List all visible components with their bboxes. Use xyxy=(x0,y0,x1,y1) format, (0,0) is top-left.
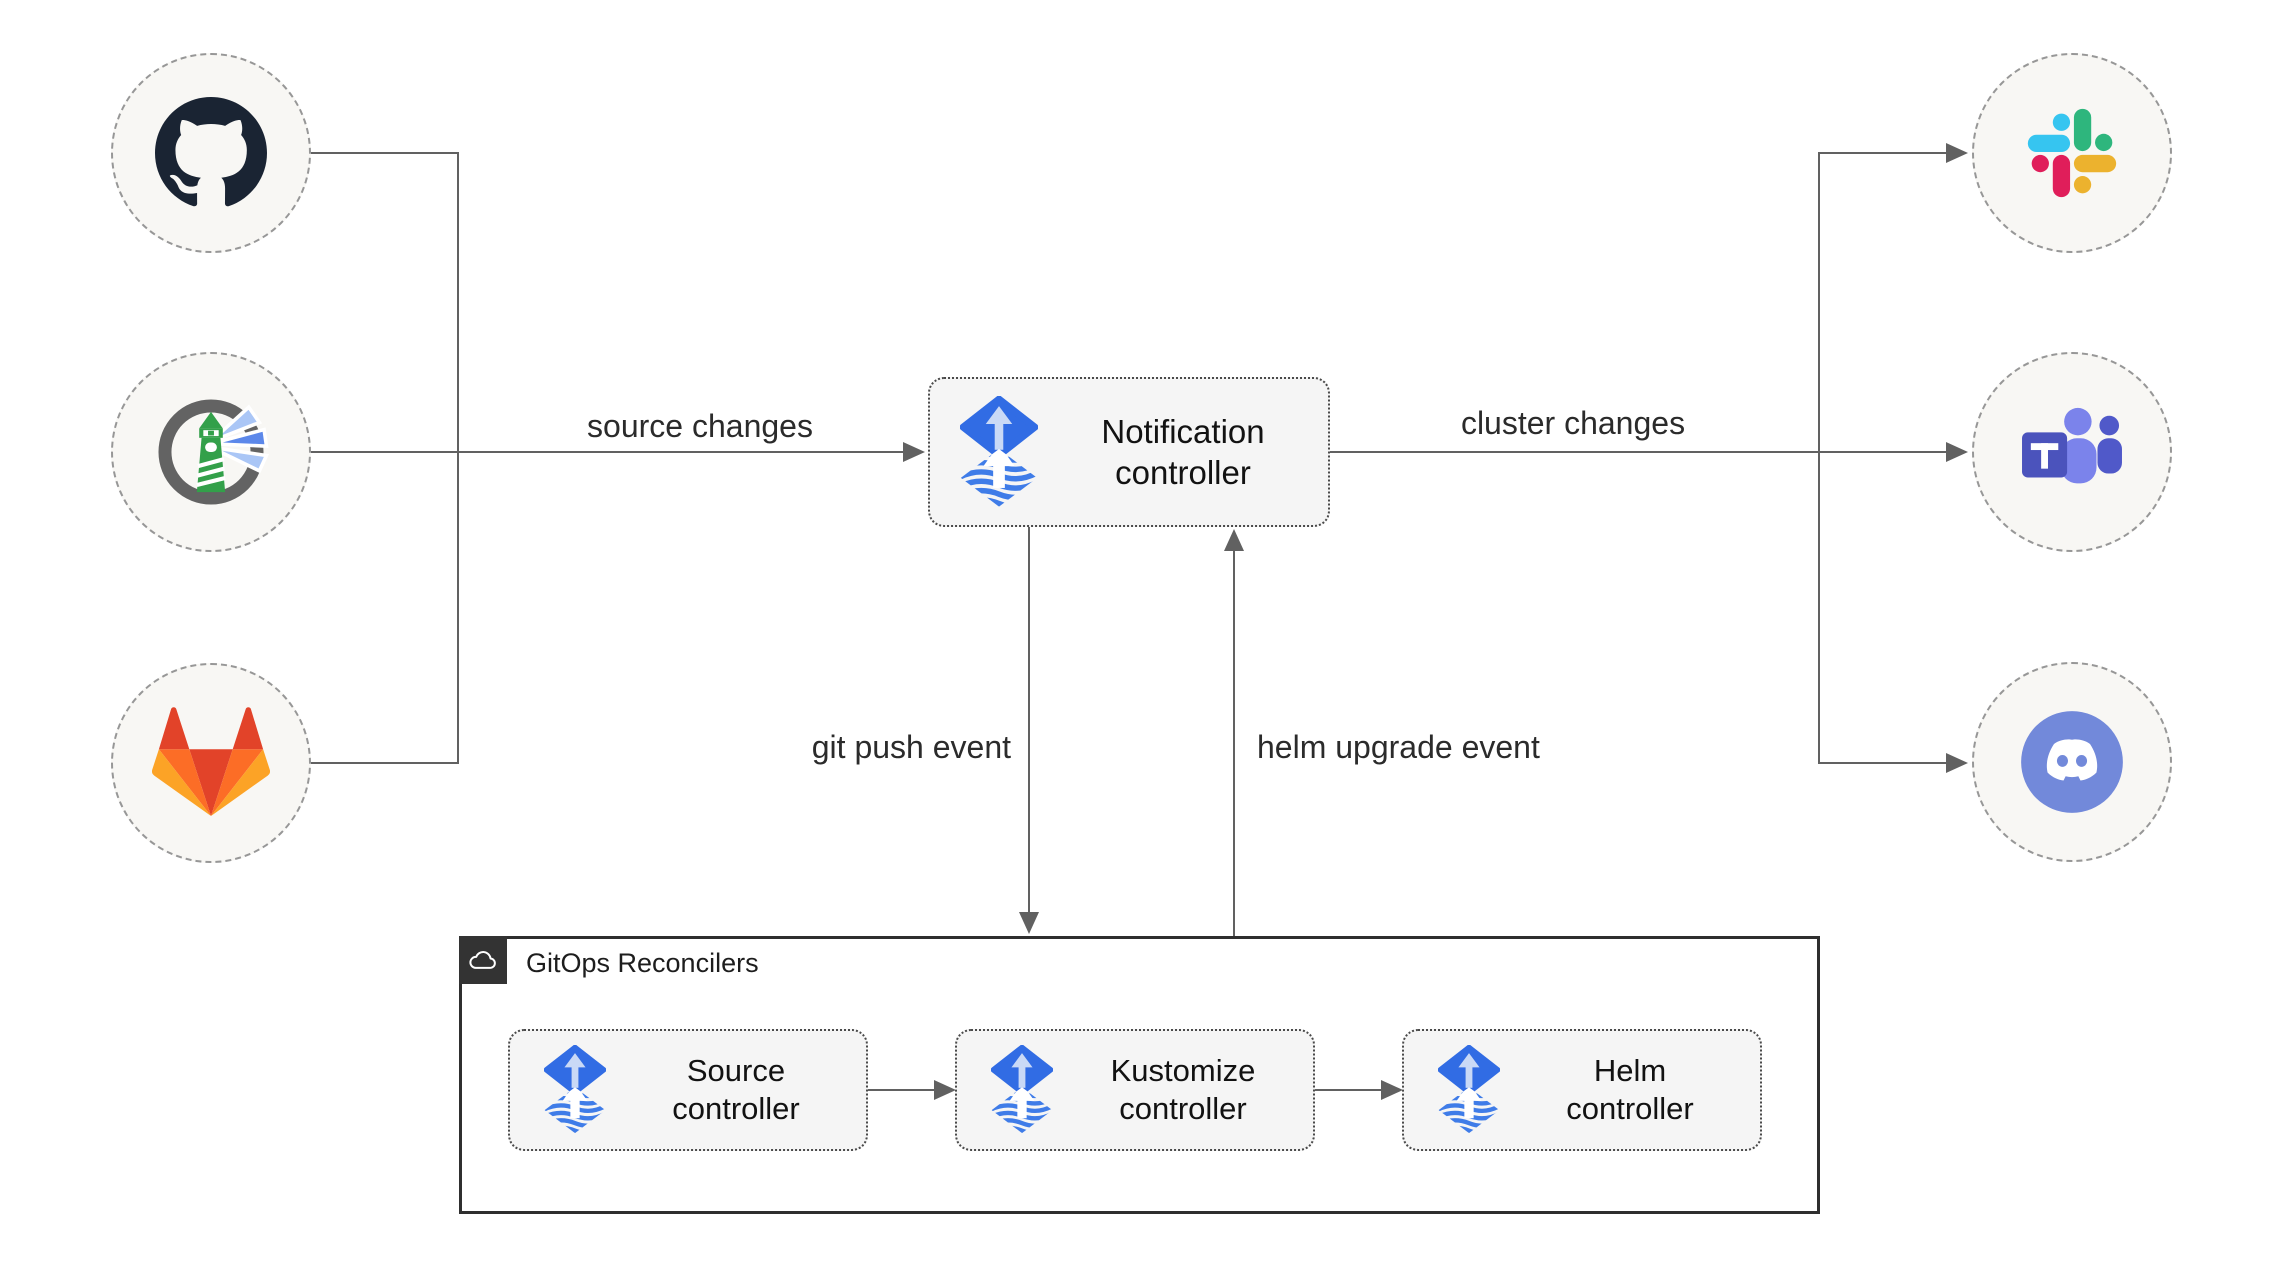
notification-controller-node: Notification controller xyxy=(928,377,1330,527)
cloud-icon xyxy=(468,950,498,971)
label-line: Helm xyxy=(1593,1053,1667,1088)
edge-junction-to-slack xyxy=(1818,152,1946,154)
notification-controller-label: Notification controller xyxy=(1038,411,1328,493)
edge-left-junction-vertical xyxy=(457,152,459,764)
harbor-icon xyxy=(152,393,270,511)
source-controller-label: Source controller xyxy=(606,1052,866,1128)
kustomize-controller-label: Kustomize controller xyxy=(1053,1052,1313,1128)
label-line: controller xyxy=(1119,1091,1247,1126)
label-line: Notification xyxy=(1101,413,1265,450)
flux-icon xyxy=(960,396,1038,509)
group-badge xyxy=(459,936,507,984)
edge-gitlab-to-junction xyxy=(311,762,458,764)
edge-junction-to-discord xyxy=(1818,762,1946,764)
slack-icon xyxy=(2024,105,2120,201)
edge-label-source-changes: source changes xyxy=(587,408,813,444)
arrowhead-kustomize-to-helm xyxy=(1381,1080,1403,1100)
edge-right-junction-vertical xyxy=(1818,152,1820,764)
edge-label-git-push-event: git push event xyxy=(811,729,1011,765)
target-node-slack xyxy=(1972,53,2172,253)
group-title: GitOps Reconcilers xyxy=(526,948,759,978)
arrowhead-helm-upgrade xyxy=(1224,529,1244,551)
edge-junction-to-teams xyxy=(1818,451,1946,453)
label-line: Source xyxy=(686,1053,786,1088)
edge-cluster-changes-line xyxy=(1330,451,1819,453)
arrowhead-source-changes xyxy=(903,442,925,462)
edge-github-to-junction xyxy=(311,152,458,154)
helm-controller-node: Helm controller xyxy=(1402,1029,1762,1151)
arrowhead-to-discord xyxy=(1946,753,1968,773)
arrowhead-to-teams xyxy=(1946,442,1968,462)
edge-source-to-kustomize xyxy=(868,1089,934,1091)
edge-kustomize-to-helm xyxy=(1315,1089,1381,1091)
arrowhead-git-push xyxy=(1019,912,1039,934)
edge-helm-upgrade-line xyxy=(1233,549,1235,936)
flux-icon xyxy=(1438,1045,1500,1135)
github-icon xyxy=(155,97,267,209)
label-line: controller xyxy=(672,1091,800,1126)
edge-git-push-line xyxy=(1028,527,1030,912)
flux-icon xyxy=(991,1045,1053,1135)
label-line: controller xyxy=(1115,454,1251,491)
gitlab-icon xyxy=(152,707,270,819)
label-line: Kustomize xyxy=(1110,1053,1256,1088)
microsoft-teams-icon xyxy=(2018,403,2126,501)
flux-icon xyxy=(544,1045,606,1135)
label-line: controller xyxy=(1566,1091,1694,1126)
arrowhead-source-to-kustomize xyxy=(934,1080,956,1100)
source-controller-node: Source controller xyxy=(508,1029,868,1151)
source-node-github xyxy=(111,53,311,253)
target-node-teams xyxy=(1972,352,2172,552)
source-node-gitlab xyxy=(111,663,311,863)
helm-controller-label: Helm controller xyxy=(1500,1052,1760,1128)
source-node-harbor xyxy=(111,352,311,552)
edge-source-changes-line xyxy=(311,451,903,453)
discord-icon xyxy=(2019,709,2125,815)
arrowhead-to-slack xyxy=(1946,143,1968,163)
kustomize-controller-node: Kustomize controller xyxy=(955,1029,1315,1151)
target-node-discord xyxy=(1972,662,2172,862)
edge-label-helm-upgrade-event: helm upgrade event xyxy=(1257,729,1540,765)
edge-label-cluster-changes: cluster changes xyxy=(1460,405,1686,441)
